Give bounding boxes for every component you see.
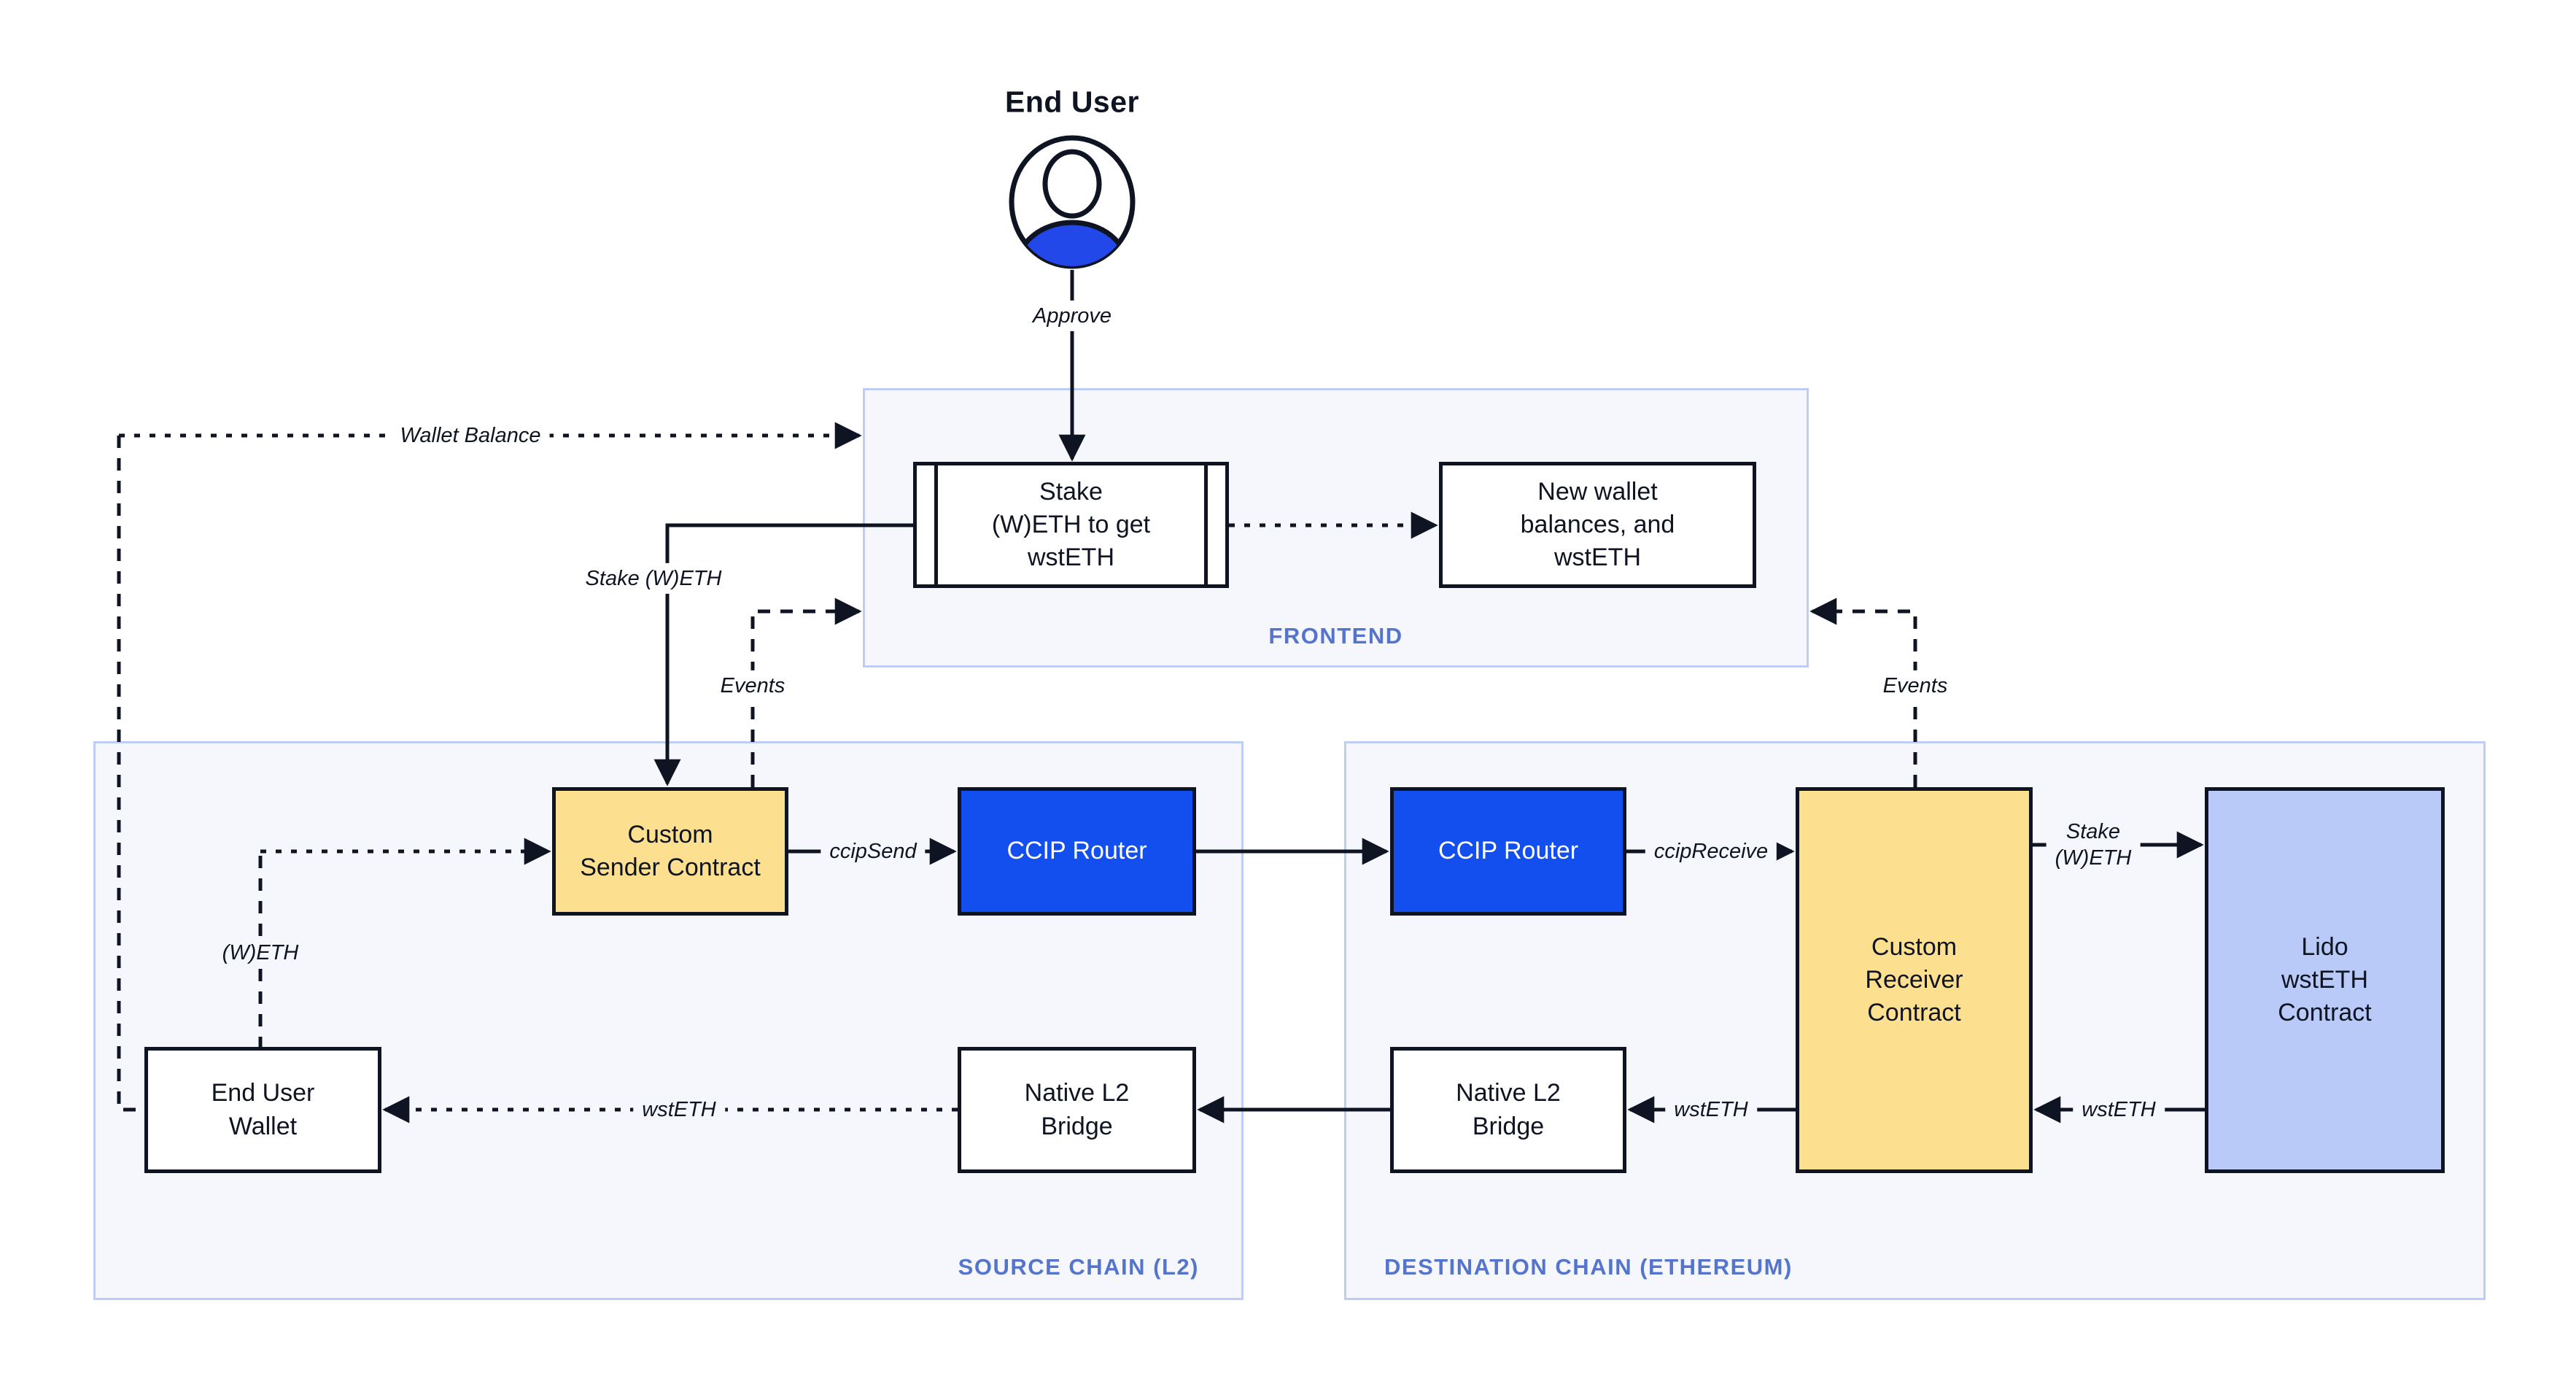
- node-line: CCIP Router: [1006, 837, 1147, 865]
- node-line: Wallet: [228, 1112, 298, 1140]
- node-line: Native L2: [1024, 1079, 1130, 1107]
- end-user-icon: [1009, 135, 1136, 269]
- node-line: CCIP Router: [1438, 837, 1579, 865]
- node-line: Custom: [1871, 932, 1958, 961]
- node-custom-sender-contract: Custom Sender Contract: [552, 787, 788, 916]
- stake-weth-elbow-arrow: [653, 523, 913, 786]
- edge-label-line: (W)ETH: [2055, 846, 2132, 870]
- edge-label-stake-weth-dest: Stake (W)ETH: [2046, 816, 2141, 874]
- edge-label-ccip-receive: ccipReceive: [1645, 835, 1777, 867]
- node-custom-receiver-contract: Custom Receiver Contract: [1796, 787, 2033, 1173]
- edge-label-approve: Approve: [1023, 300, 1121, 332]
- double-border-bar: [1204, 465, 1208, 584]
- node-line: Bridge: [1041, 1112, 1113, 1140]
- node-line: Sender Contract: [580, 854, 761, 881]
- edge-label-events-left: Events: [711, 670, 794, 702]
- edge-label-wsteth-lido: wstETH: [2073, 1094, 2165, 1126]
- edge-label-ccip-send: ccipSend: [820, 835, 926, 867]
- node-native-l2-bridge-destination: Native L2 Bridge: [1390, 1047, 1626, 1173]
- wallet-balance-vertical-line: [117, 436, 141, 1112]
- edge-label-stake-weth: Stake (W)ETH: [576, 562, 731, 595]
- node-ccip-router-source: CCIP Router: [958, 787, 1196, 916]
- node-line: Lido: [2301, 932, 2348, 961]
- source-chain-label: SOURCE CHAIN (L2): [958, 1254, 1199, 1280]
- frontend-label: FRONTEND: [1268, 623, 1403, 649]
- node-native-l2-bridge-source: Native L2 Bridge: [958, 1047, 1196, 1173]
- edge-label-wsteth-receiver: wstETH: [1665, 1094, 1757, 1126]
- edge-label-wsteth-bridge: wstETH: [633, 1094, 725, 1126]
- edge-label-wallet-balance: Wallet Balance: [391, 419, 550, 452]
- node-new-wallet-balances: New wallet balances, and wstETH: [1439, 462, 1756, 588]
- node-line: (W)ETH to get: [991, 510, 1151, 538]
- node-stake-weth: Stake (W)ETH to get wstETH: [913, 462, 1229, 588]
- node-line: Contract: [2278, 999, 2372, 1027]
- node-line: Contract: [1867, 999, 1961, 1027]
- node-end-user-wallet: End User Wallet: [144, 1047, 381, 1173]
- node-line: Stake: [1039, 477, 1103, 506]
- node-line: Receiver: [1865, 965, 1963, 994]
- node-line: wstETH: [2281, 965, 2368, 994]
- node-line: balances, and: [1520, 510, 1675, 538]
- edge-label-weth: (W)ETH: [213, 937, 308, 969]
- destination-chain-label: DESTINATION CHAIN (ETHEREUM): [1384, 1254, 1793, 1280]
- edge-label-line: Stake: [2065, 819, 2121, 843]
- node-line: Bridge: [1472, 1112, 1545, 1140]
- node-line: Native L2: [1456, 1079, 1561, 1107]
- node-line: End User: [211, 1079, 315, 1107]
- node-lido-wsteth-contract: Lido wstETH Contract: [2205, 787, 2445, 1173]
- double-border-bar: [934, 465, 938, 584]
- node-ccip-router-destination: CCIP Router: [1390, 787, 1626, 916]
- node-line: wstETH: [1554, 544, 1641, 572]
- edge-label-events-right: Events: [1874, 670, 1957, 702]
- node-line: wstETH: [1028, 544, 1114, 572]
- end-user-title: End User: [1005, 85, 1139, 119]
- node-line: New wallet: [1537, 477, 1658, 506]
- node-line: Custom: [627, 820, 713, 848]
